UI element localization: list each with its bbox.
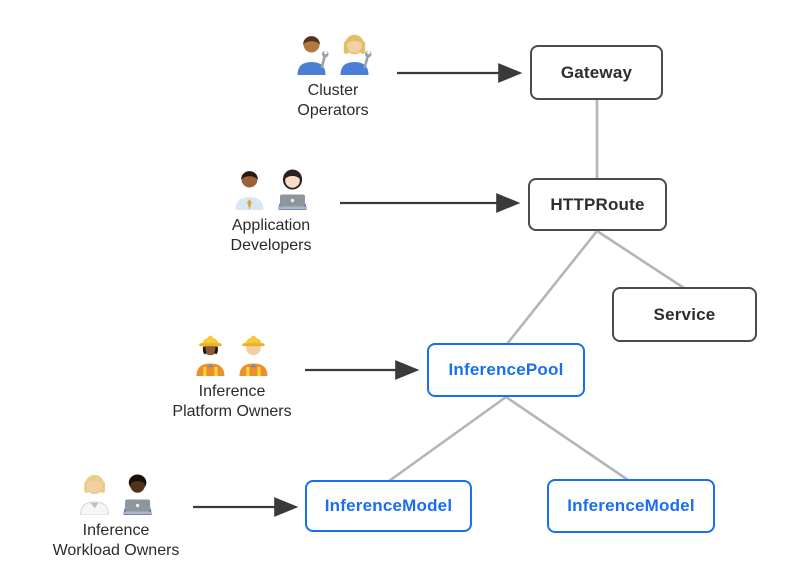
node-inferencemodel-right: InferenceModel (547, 479, 715, 533)
node-service-label: Service (653, 304, 716, 324)
node-inferencemodel-left: InferenceModel (305, 480, 472, 532)
woman-technologist-icon (278, 169, 307, 210)
persona-application-developers-label: Application Developers (230, 217, 312, 254)
persona-application-developers: Application Developers (231, 164, 312, 256)
man-mechanic-icon (297, 36, 329, 75)
node-httproute: HTTPRoute (528, 178, 667, 231)
man-technologist-dark-icon (122, 474, 152, 515)
mechanics-pair-icon (293, 29, 374, 75)
persona-inference-workload-owners: Inference Workload Owners (52, 469, 180, 561)
persona-inference-platform-owners-label: Inference Platform Owners (172, 383, 292, 420)
node-service: Service (612, 287, 757, 342)
edge-httproute-service (596, 229, 685, 290)
woman-mechanic-icon (340, 34, 372, 75)
man-construction-worker-icon (239, 335, 268, 376)
persona-inference-workload-owners-label: Inference Workload Owners (52, 522, 180, 559)
node-inferencepool: InferencePool (427, 343, 585, 397)
persona-inference-platform-owners: Inference Platform Owners (172, 330, 292, 422)
node-inferencepool-label: InferencePool (448, 360, 564, 379)
node-inferencemodel-left-label: InferenceModel (324, 496, 453, 515)
woman-construction-worker-icon (196, 335, 225, 376)
construction-workers-pair-icon (191, 330, 272, 376)
node-inferencemodel-right-label: InferenceModel (567, 496, 695, 515)
office-worker-and-technologist-pair-icon (231, 164, 312, 210)
edge-inferencepool-inferencemodel-left (388, 395, 507, 483)
blond-person-white-coat-icon (79, 474, 109, 515)
node-gateway-label: Gateway (560, 62, 633, 82)
scientist-and-technologist-pair-icon (75, 469, 156, 515)
persona-cluster-operators: Cluster Operators (293, 29, 374, 121)
node-gateway: Gateway (530, 45, 663, 100)
man-office-worker-icon (235, 171, 264, 210)
edge-httproute-inferencepool (505, 230, 599, 345)
edge-inferencepool-inferencemodel-right (505, 395, 629, 482)
node-httproute-label: HTTPRoute (550, 194, 645, 214)
persona-cluster-operators-label: Cluster Operators (297, 82, 369, 119)
